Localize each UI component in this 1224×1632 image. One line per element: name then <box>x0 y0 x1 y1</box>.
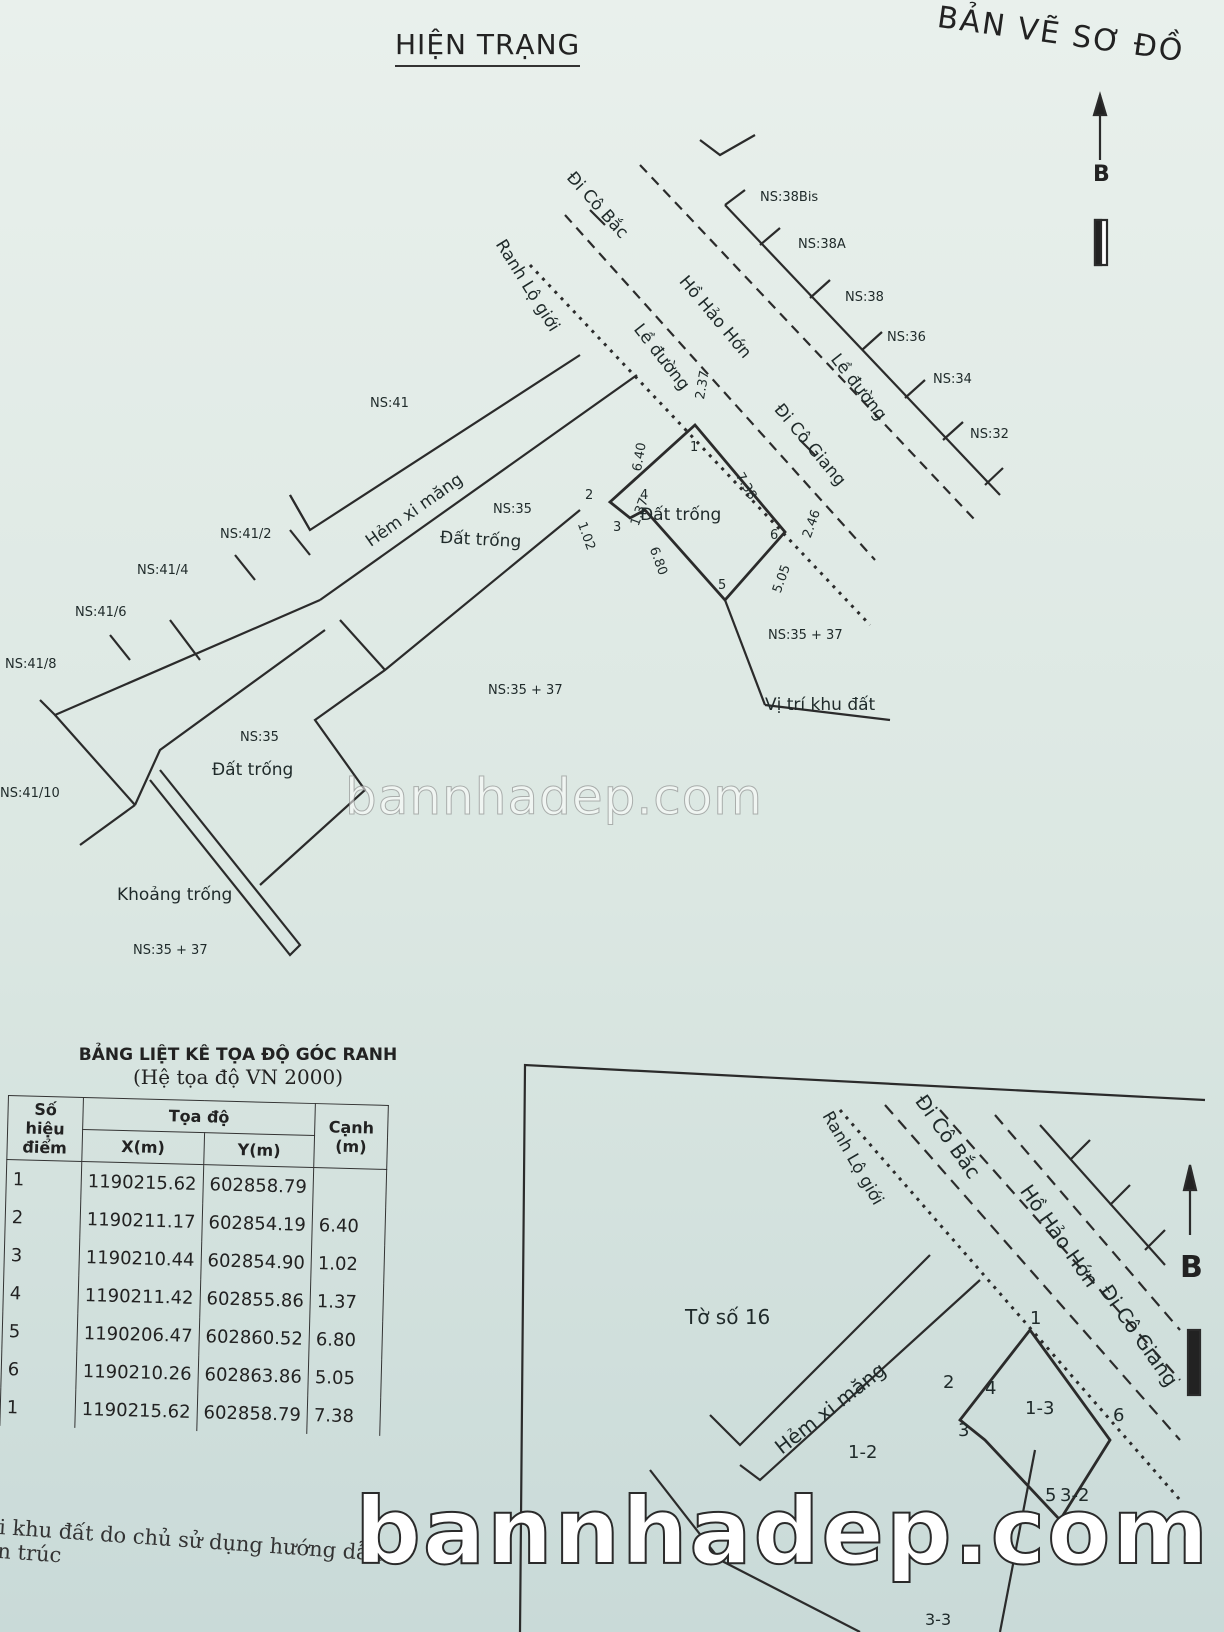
point-label: 1 <box>690 440 699 455</box>
watermark: bannhadep.com <box>344 768 764 827</box>
house-number: NS:36 <box>887 330 926 345</box>
page-title: HIỆN TRẠNG <box>395 28 581 67</box>
inset-point-label: 3 <box>958 1420 970 1441</box>
house-number: NS:41/8 <box>5 657 57 672</box>
house-number: NS:41 <box>370 396 409 411</box>
label-dat-trong: Đất trống <box>212 760 294 780</box>
label-dat-trong: Đất trống <box>640 505 722 525</box>
inset-parcel: 1-3 <box>1025 1398 1055 1419</box>
inset-parcel: 1-2 <box>848 1442 878 1463</box>
house-number: NS:35 <box>240 730 279 745</box>
house-number: NS:35 + 37 <box>488 683 563 698</box>
point-label: 6 <box>770 528 779 543</box>
inset-point-label: 6 <box>1113 1405 1125 1426</box>
house-number: NS:35 <box>493 502 532 517</box>
point-label: 5 <box>718 578 727 593</box>
inset-to-so: Tờ số 16 <box>685 1305 771 1329</box>
label-khoang-trong: Khoảng trống <box>117 885 233 905</box>
inset-parcel: 3-3 <box>925 1610 952 1629</box>
watermark-large: bannhadep.com <box>354 1477 1211 1586</box>
inset-point-label: 1 <box>1030 1308 1042 1329</box>
house-number: NS:32 <box>970 427 1009 442</box>
north-label: B <box>1093 162 1110 187</box>
inset-point-label: 4 <box>985 1378 997 1399</box>
inset-north-label: B <box>1180 1250 1203 1285</box>
house-number: NS:41/6 <box>75 605 127 620</box>
coordinate-table-block: BẢNG LIỆT KÊ TỌA ĐỘ GÓC RANH (Hệ tọa độ … <box>0 1045 428 1436</box>
house-number: NS:34 <box>933 372 972 387</box>
table-subtitle: (Hệ tọa độ VN 2000) <box>133 1065 343 1089</box>
table-title: BẢNG LIỆT KÊ TỌA ĐỘ GÓC RANH <box>78 1045 398 1065</box>
house-number: NS:35 + 37 <box>133 943 208 958</box>
house-number: NS:38A <box>798 237 846 252</box>
inset-point-label: 5 <box>1045 1485 1057 1506</box>
house-number: NS:38 <box>845 290 884 305</box>
point-label: 2 <box>585 488 594 503</box>
house-number: NS:41/10 <box>0 786 60 801</box>
house-number: NS:41/2 <box>220 527 272 542</box>
inset-point-label: 2 <box>943 1372 955 1393</box>
house-number: NS:35 + 37 <box>768 628 843 643</box>
house-number: NS:38Bis <box>760 190 819 205</box>
label-vi-tri-khu-dat: Vị trí khu đất <box>765 695 876 715</box>
point-label: 4 <box>640 488 649 503</box>
house-number: NS:41/4 <box>137 563 189 578</box>
point-label: 3 <box>613 520 622 535</box>
inset-parcel: 3-2 <box>1060 1485 1090 1506</box>
